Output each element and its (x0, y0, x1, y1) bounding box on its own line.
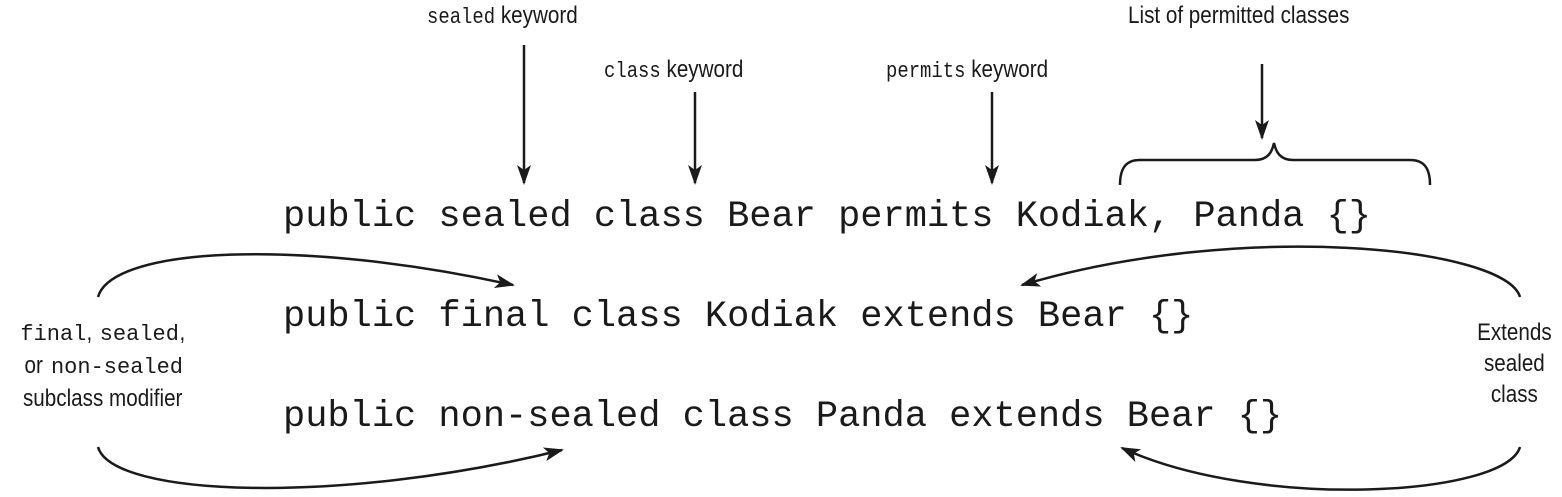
subclass-modifier-text: subclass modifier (23, 385, 183, 412)
sealed-code: sealed (99, 322, 179, 347)
sealed-text: sealed (1483, 350, 1545, 377)
sealed-keyword-text: keyword (500, 2, 578, 29)
permits-keyword-text: keyword (971, 56, 1049, 83)
class-keyword-code: class (604, 59, 661, 84)
comma-1: , (86, 319, 93, 346)
or-text: or (24, 352, 43, 379)
permits-keyword-code: permits (886, 59, 966, 84)
extends-text: Extends (1476, 319, 1552, 346)
modifier-line-3: subclass modifier (0, 383, 206, 414)
extends-arrow-to-bear-kodiak (1020, 245, 1522, 298)
permitted-classes-brace (1118, 142, 1432, 186)
comma-2: , (179, 319, 186, 346)
non-sealed-code: non-sealed (50, 355, 184, 380)
subclass-modifier-label: final, sealed, or non-sealed subclass mo… (0, 317, 206, 414)
code-line-kodiak: public final class Kodiak extends Bear {… (283, 296, 1194, 338)
modifier-arrow-to-non-sealed (96, 446, 564, 490)
permits-keyword-label: permits keyword (886, 56, 1048, 86)
permitted-classes-label: List of permitted classes (1128, 2, 1350, 29)
final-code: final (20, 322, 87, 347)
modifier-line-1: final, sealed, (0, 317, 206, 350)
class-text: class (1490, 381, 1538, 408)
class-keyword-text: keyword (666, 56, 744, 83)
sealed-keyword-label: sealed keyword (427, 2, 578, 32)
modifier-line-2: or non-sealed (0, 350, 206, 383)
modifier-arrow-to-final (96, 252, 515, 298)
code-line-panda: public non-sealed class Panda extends Be… (283, 396, 1283, 438)
sealed-keyword-code: sealed (427, 5, 496, 30)
class-keyword-label: class keyword (604, 56, 743, 86)
extends-sealed-class-label: Extends sealed class (1466, 317, 1562, 410)
extends-arrow-to-bear-panda (1120, 446, 1522, 491)
code-line-bear: public sealed class Bear permits Kodiak,… (283, 196, 1371, 238)
